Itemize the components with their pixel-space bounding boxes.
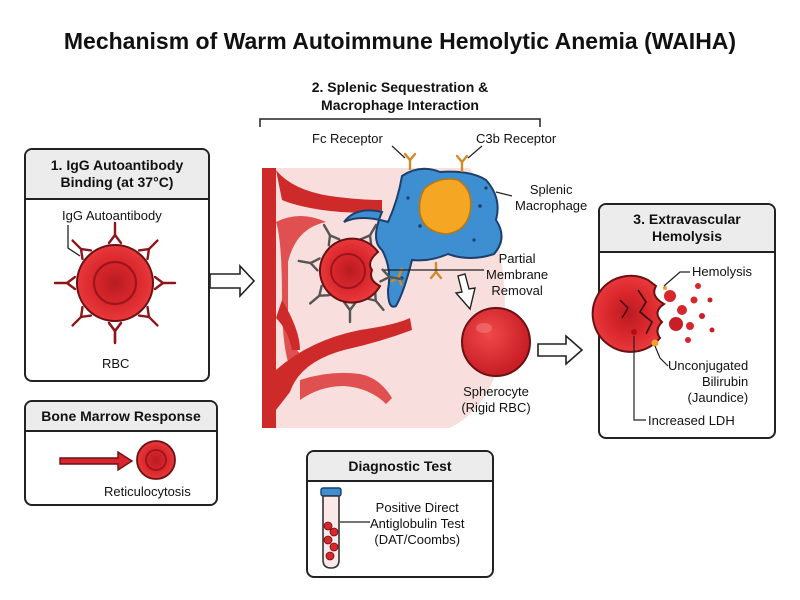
reticulocytosis-label: Reticulocytosis bbox=[104, 484, 191, 499]
dat-line1: Positive Direct bbox=[375, 500, 459, 515]
dat-line2: Antiglobulin Test bbox=[370, 516, 465, 531]
igg-binding-heading-line2: Binding (at 37°C) bbox=[60, 174, 174, 190]
bilirubin-pointer bbox=[654, 345, 669, 367]
macrophage-pointer bbox=[495, 191, 513, 197]
igg-binding-heading: 1. IgG Autoantibody Binding (at 37°C) bbox=[26, 150, 208, 200]
igg-antibody-label: IgG Autoantibody bbox=[62, 208, 162, 223]
dat-line3: (DAT/Coombs) bbox=[374, 532, 461, 547]
panel2-heading-line1: 2. Splenic Sequestration & bbox=[311, 79, 489, 95]
spherocyte-line2: (Rigid RBC) bbox=[461, 400, 531, 415]
hemolysis-pointer bbox=[663, 271, 690, 287]
bilirubin-label: Unconjugated Bilirubin (Jaundice) bbox=[668, 358, 748, 406]
fc-receptor-pointer bbox=[391, 145, 406, 159]
extravascular-hemolysis-panel: 3. Extravascular Hemolysis bbox=[598, 203, 776, 439]
splenic-macrophage-label: Splenic Macrophage bbox=[515, 182, 587, 214]
partial-line2: Membrane bbox=[486, 267, 549, 282]
igg-pointer-line bbox=[67, 225, 81, 257]
hemolysis-label: Hemolysis bbox=[692, 264, 752, 279]
partial-line1: Partial bbox=[498, 251, 536, 266]
bilirubin-line2: Bilirubin bbox=[701, 374, 749, 389]
panel2-bracket bbox=[259, 118, 541, 127]
partial-removal-label: Partial Membrane Removal bbox=[486, 251, 548, 299]
macrophage-line2: Macrophage bbox=[515, 198, 588, 213]
diagnostic-test-heading: Diagnostic Test bbox=[308, 452, 492, 482]
rbc-label: RBC bbox=[102, 356, 130, 371]
partial-line3: Removal bbox=[491, 283, 543, 298]
spleen-rbc bbox=[319, 237, 382, 304]
splenic-macrophage bbox=[343, 167, 503, 308]
panel2-heading-line2: Macrophage Interaction bbox=[321, 97, 479, 113]
extravascular-heading-line1: 3. Extravascular bbox=[633, 211, 741, 227]
c3b-receptor-label: C3b Receptor bbox=[476, 131, 557, 146]
dat-result-label: Positive Direct Antiglobulin Test (DAT/C… bbox=[370, 500, 464, 548]
extravascular-hemolysis-heading: 3. Extravascular Hemolysis bbox=[600, 205, 774, 253]
arrow-binding-to-spleen bbox=[209, 263, 256, 299]
extravascular-heading-line2: Hemolysis bbox=[651, 228, 723, 244]
page-title: Mechanism of Warm Autoimmune Hemolytic A… bbox=[63, 28, 737, 54]
arrow-to-spherocyte bbox=[454, 273, 476, 311]
reticulocyte-cell bbox=[136, 440, 176, 480]
rbc-cell bbox=[76, 244, 154, 322]
c3b-receptor-pointer bbox=[467, 145, 483, 159]
panel2-heading: 2. Splenic Sequestration & Macrophage In… bbox=[260, 78, 540, 114]
bone-marrow-heading: Bone Marrow Response bbox=[26, 402, 216, 432]
hemolyzing-rbc bbox=[591, 274, 715, 353]
spherocyte-line1: Spherocyte bbox=[463, 384, 529, 399]
ldh-label: Increased LDH bbox=[648, 413, 735, 428]
spherocyte-cell bbox=[461, 307, 531, 377]
arrow-to-hemolysis bbox=[537, 334, 584, 366]
bone-marrow-panel: Bone Marrow Response bbox=[24, 400, 218, 506]
ldh-pointer bbox=[633, 336, 646, 421]
igg-binding-heading-line1: 1. IgG Autoantibody bbox=[50, 157, 184, 173]
marrow-arrow bbox=[59, 450, 134, 472]
bilirubin-line1: Unconjugated bbox=[668, 358, 749, 373]
macrophage-line1: Splenic bbox=[529, 182, 573, 197]
spherocyte-label: Spherocyte (Rigid RBC) bbox=[455, 384, 537, 416]
fc-receptor-label: Fc Receptor bbox=[312, 131, 383, 146]
bilirubin-line3: (Jaundice) bbox=[687, 390, 749, 405]
test-tube-icon bbox=[320, 487, 342, 569]
